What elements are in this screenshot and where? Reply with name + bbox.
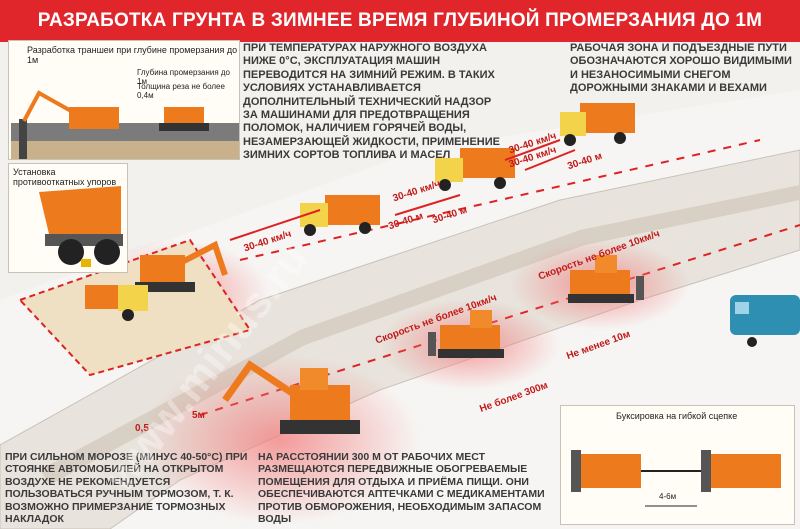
cut-thickness-label: Толщина реза не более 0,4м [137,82,225,100]
excavator-site [135,240,228,292]
machines-winter-text: ПРИ ТЕМПЕРАТУРАХ НАРУЖНОГО ВОЗДУХА НИЖЕ … [243,42,500,162]
frost-brake-text: ПРИ СИЛЬНОМ МОРОЗЕ (МИНУС 40-50°С) ПРИ С… [5,451,248,526]
towing-panel: Буксировка на гибкой сцепке 4-6м [560,405,795,525]
five-m-label: 5м [192,410,205,421]
dump-truck-site [85,285,148,321]
dump-truck-3 [560,103,635,146]
heated-trailer [730,295,800,347]
wheel-stops-panel: Установка противооткатных упоров [8,163,128,273]
dump-truck-1 [300,195,380,236]
towing-distance: 4-6м [659,492,677,501]
page-title: РАЗРАБОТКА ГРУНТА В ЗИМНЕЕ ВРЕМЯ ГЛУБИНО… [0,0,800,42]
towing-panel-title: Буксировка на гибкой сцепке [616,411,738,421]
trench-diagram [11,90,239,159]
rest-rooms-text: НА РАССТОЯНИИ 300 М ОТ РАБОЧИХ МЕСТ РАЗМ… [258,451,545,526]
work-zone-text: РАБОЧАЯ ЗОНА И ПОДЪЕЗДНЫЕ ПУТИ ОБОЗНАЧАЮ… [570,42,792,95]
wheel-stops-title: Установка противооткатных упоров [13,167,117,187]
towing-diagram [571,450,781,507]
wheel-stops-diagram [39,186,123,267]
half-m-label: 0,5 [135,423,149,434]
excavator-main [222,360,360,434]
trench-panel: Разработка траншеи при глубине промерзан… [8,40,240,160]
bulldozer-1 [428,310,504,358]
dump-truck-2 [435,148,515,191]
trench-panel-title: Разработка траншеи при глубине промерзан… [27,45,238,65]
bulldozer-2 [568,255,644,303]
frost-depth-label: Глубина промерзания до 1м [137,68,230,86]
